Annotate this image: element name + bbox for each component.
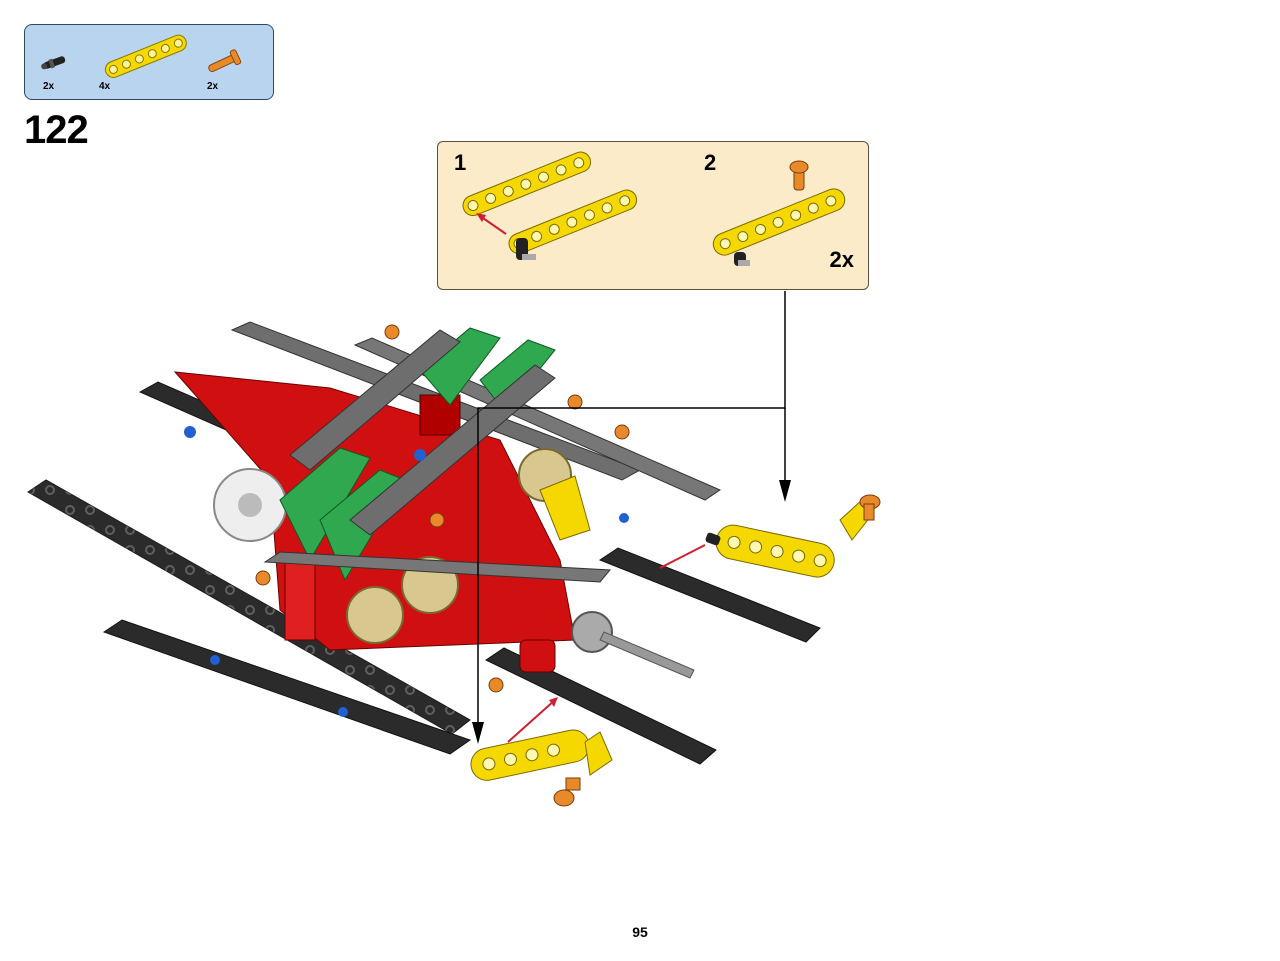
gray-beam-diagonal-2	[349, 364, 556, 536]
new-axle-pin-right	[705, 532, 721, 546]
red-insertion-arrowhead-bottom	[549, 697, 558, 707]
sub-step-2-orange-pin	[789, 160, 809, 191]
red-insertion-line-right	[659, 544, 706, 569]
black-axle-pin-icon	[41, 56, 66, 70]
sub-step-1-red-arrowhead	[476, 213, 486, 222]
part-count-axle-pin: 2x	[43, 81, 55, 92]
black-beam-back-left	[138, 381, 361, 483]
white-gear	[213, 468, 287, 542]
gray-beam-diagonal-1	[289, 329, 461, 471]
yellow-liftarm-on-model	[539, 475, 591, 541]
step-number: 122	[24, 108, 89, 152]
black-beam-lower-left	[102, 619, 472, 755]
axle-rod	[599, 631, 695, 679]
orange-pins-on-model	[255, 324, 630, 693]
back-gray-beam-left	[230, 321, 642, 481]
sub-step-number-2: 2	[704, 150, 717, 175]
green-beam-bottom-left	[279, 447, 371, 562]
orange-pin-icon	[208, 49, 242, 73]
black-beam-lower-right	[484, 647, 717, 765]
page-number: 95	[632, 924, 648, 940]
sub-step-1-axle-pin	[516, 238, 536, 260]
callout-connector-arrows	[472, 291, 791, 744]
green-beam-top-left	[419, 327, 501, 406]
parts-list-art	[41, 34, 242, 78]
tan-gear-center	[346, 556, 459, 644]
new-orange-pin-right	[859, 494, 881, 521]
sub-assembly-multiplier: 2x	[829, 247, 854, 272]
red-insertion-line-bottom	[507, 699, 556, 743]
black-beam-right-long	[598, 547, 821, 643]
blue-pins	[184, 426, 629, 717]
sub-step-2-axle-pin	[734, 252, 750, 266]
yellow-liftarm-icon	[104, 34, 187, 78]
part-count-liftarm: 4x	[99, 81, 111, 92]
new-orange-pin-bottom	[553, 777, 581, 807]
parts-list-callout: 2x 4x 2x	[24, 24, 274, 100]
part-count-orange-pin: 2x	[207, 81, 219, 92]
back-gray-beam-right	[353, 337, 722, 501]
sub-step-1-red-arrow	[479, 215, 507, 235]
sub-step-number-1: 1	[454, 150, 467, 175]
new-liftarm-bottom-end	[584, 731, 613, 776]
tan-gear-upper	[518, 448, 572, 502]
gray-gear	[571, 611, 613, 653]
black-beam-front-long	[27, 479, 471, 735]
green-beam-bottom-right	[319, 469, 406, 582]
red-frame	[173, 371, 576, 651]
sub-step-1-liftarm-top	[462, 151, 592, 217]
sub-step-1-liftarm-bottom	[508, 189, 638, 255]
gray-beam-front-horizontal	[263, 551, 612, 583]
green-beam-top-right	[479, 339, 556, 413]
new-liftarm-right	[715, 524, 835, 578]
sub-assembly-callout: 1 2	[437, 141, 869, 290]
sub-step-2-liftarm-assembly	[712, 188, 846, 256]
new-liftarm-bottom	[470, 729, 590, 781]
new-liftarm-right-end	[839, 499, 875, 541]
red-connector	[519, 639, 556, 673]
sub-assembly-art	[462, 151, 846, 266]
